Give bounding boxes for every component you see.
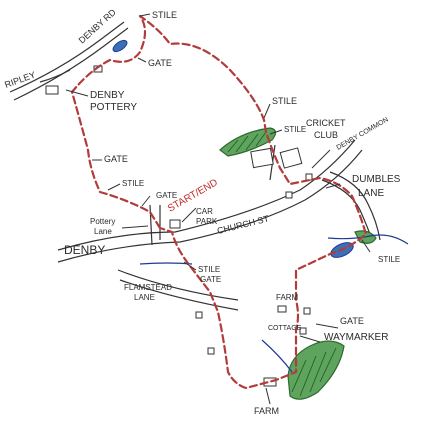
label-stile-right: STILE [378, 255, 400, 264]
stream-bottom [261, 339, 293, 373]
stream-left [139, 262, 193, 265]
label-stile-left: STILE [122, 179, 144, 188]
ripley-road [39, 69, 71, 83]
landscape [112, 39, 409, 400]
label-gate-top: GATE [148, 58, 172, 68]
building-car-park [169, 219, 181, 229]
label-church-st: CHURCH ST [216, 213, 270, 236]
building-farm-mid [277, 305, 287, 313]
label-denby: DENBY [64, 243, 105, 257]
label-stile-mid: STILE [272, 96, 297, 106]
wood-waymarker-hatch [291, 347, 337, 397]
denby-road [9, 21, 125, 93]
label-cricket-2: CLUB [314, 130, 338, 140]
label-stile-top: STILE [152, 10, 177, 20]
label-gate-left2: GATE [156, 191, 177, 200]
label-car-park-2: PARK [196, 217, 218, 226]
label-farm-bottom: FARM [254, 406, 279, 416]
building-cricket-2 [279, 147, 303, 169]
wood-cricket-hatch [227, 131, 267, 153]
wood-cricket [219, 127, 277, 157]
label-flamstead-1: FLAMSTEAD [124, 283, 172, 292]
label-denby-pottery-1: DENBY [90, 90, 125, 101]
label-farm-mid: FARM [276, 293, 299, 302]
building-farm-mid-2 [303, 307, 311, 315]
label-dumbles-1: DUMBLES [352, 174, 401, 185]
label-pottery-lane-1: Pottery [90, 217, 115, 226]
church-street [57, 139, 356, 251]
label-waymarker: WAYMARKER [324, 332, 388, 343]
label-flamstead-2: LANE [134, 293, 155, 302]
label-stile-gate-2: GATE [200, 275, 221, 284]
building-cricket-club [250, 147, 274, 169]
label-dumbles-2: LANE [358, 188, 384, 199]
building-cottage [299, 327, 307, 335]
label-denby-pottery-2: POTTERY [90, 102, 137, 113]
pottery-lane [149, 204, 153, 246]
label-stile-gate-1: STILE [198, 265, 220, 274]
label-gate-left: GATE [104, 154, 128, 164]
stream-right [327, 234, 409, 245]
building-flamstead [195, 311, 203, 319]
label-cottage: COTTAGE [268, 325, 302, 332]
label-stile-cricket: STILE [284, 125, 306, 134]
route-line [70, 14, 368, 390]
flamstead-lane [117, 269, 239, 301]
walk-route [70, 14, 368, 390]
label-pottery-lane-2: Lane [94, 227, 112, 236]
dumbles-lane-edge [329, 171, 381, 241]
buildings [45, 65, 313, 387]
pond-top [112, 39, 128, 53]
flamstead-lane-edge [119, 279, 239, 311]
wood-waymarker [287, 340, 345, 400]
pointer-arrows [65, 13, 371, 405]
label-gate-right: GATE [340, 316, 364, 326]
building-village-1 [285, 191, 293, 199]
building-flamstead-2 [207, 347, 215, 355]
label-cricket-1: CRICKET [306, 118, 346, 128]
roads [9, 21, 381, 311]
label-car-park-1: CAR [196, 207, 213, 216]
building-pottery [45, 85, 59, 95]
